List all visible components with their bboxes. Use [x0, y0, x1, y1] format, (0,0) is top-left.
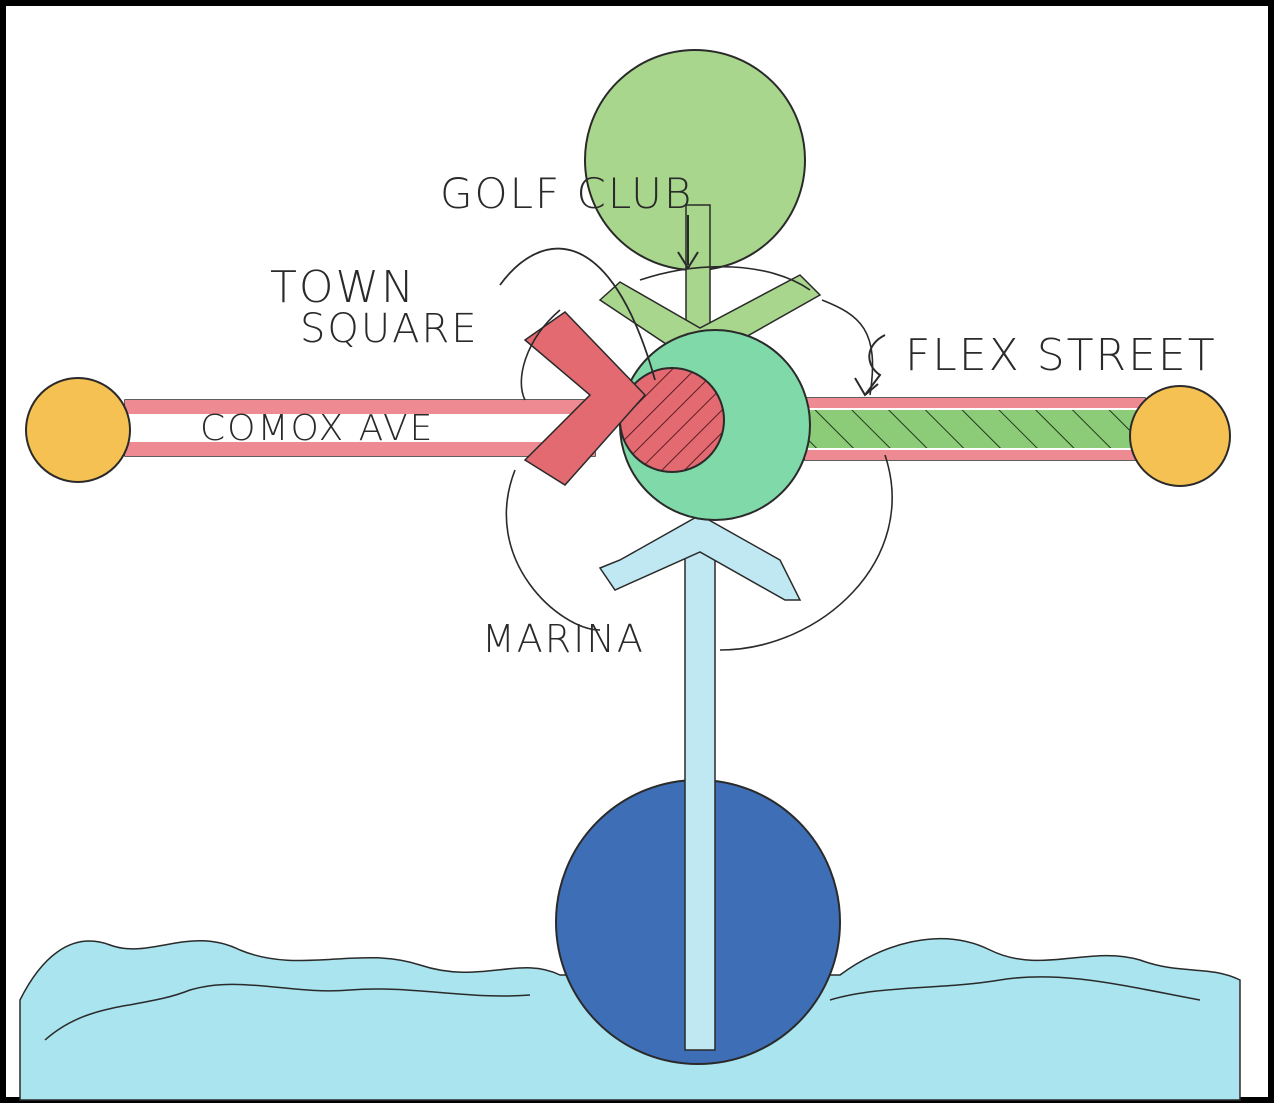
marina-path — [685, 550, 715, 1050]
flex-street-top-band — [805, 398, 1145, 408]
west-node — [26, 378, 130, 482]
label-comox-ave: COMOX AVE — [200, 408, 434, 449]
arc-southwest — [506, 470, 600, 630]
flex-street-hatch — [805, 410, 1145, 448]
label-flex-street: FLEX STREET — [905, 330, 1217, 381]
label-marina: MARINA — [482, 617, 645, 661]
label-square: SQUARE — [300, 306, 479, 352]
arc-flex — [822, 300, 873, 395]
flex-street-bottom-band — [805, 450, 1145, 460]
label-golf-club: GOLF CLUB — [440, 169, 693, 218]
town-square-circle — [620, 368, 724, 472]
east-node — [1130, 386, 1230, 486]
